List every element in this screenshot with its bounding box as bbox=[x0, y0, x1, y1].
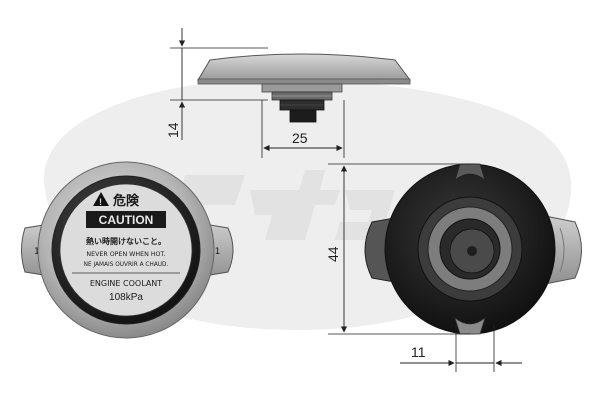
caution-banner bbox=[86, 211, 166, 228]
label-warning-kanji: 危険 bbox=[113, 193, 140, 208]
label-french: NE JAMAIS OUVRIR A CHAUD. bbox=[84, 262, 169, 268]
svg-text:!: ! bbox=[99, 197, 102, 207]
cap-top-view: 1 1.1 ! 危険 CAUTION 熱い時開けないこと。 NEVER OPEN… bbox=[21, 161, 234, 339]
label-pressure: 108kPa bbox=[109, 292, 143, 303]
cap-side-view bbox=[197, 53, 411, 123]
dimension-tab: 11 bbox=[400, 325, 522, 372]
cap-bottom-view bbox=[364, 163, 582, 335]
dimension-height: 14 bbox=[165, 28, 268, 140]
label-caution: CAUTION bbox=[99, 213, 154, 227]
label-english: NEVER OPEN WHEN HOT. bbox=[86, 251, 165, 258]
dim-label-width: 25 bbox=[292, 130, 308, 146]
warning-triangle-icon bbox=[93, 192, 109, 206]
label-japanese: 熱い時開けないこと。 bbox=[86, 236, 166, 246]
dimension-width: 25 bbox=[261, 100, 345, 158]
dim-label-tab: 11 bbox=[411, 344, 426, 360]
label-coolant: ENGINE COOLANT bbox=[90, 279, 162, 288]
dim-label-diameter: 44 bbox=[325, 246, 341, 262]
dim-label-height: 14 bbox=[165, 122, 181, 138]
tab-left-mark: 1 bbox=[34, 247, 40, 257]
dimension-diameter: 44 bbox=[325, 163, 470, 335]
